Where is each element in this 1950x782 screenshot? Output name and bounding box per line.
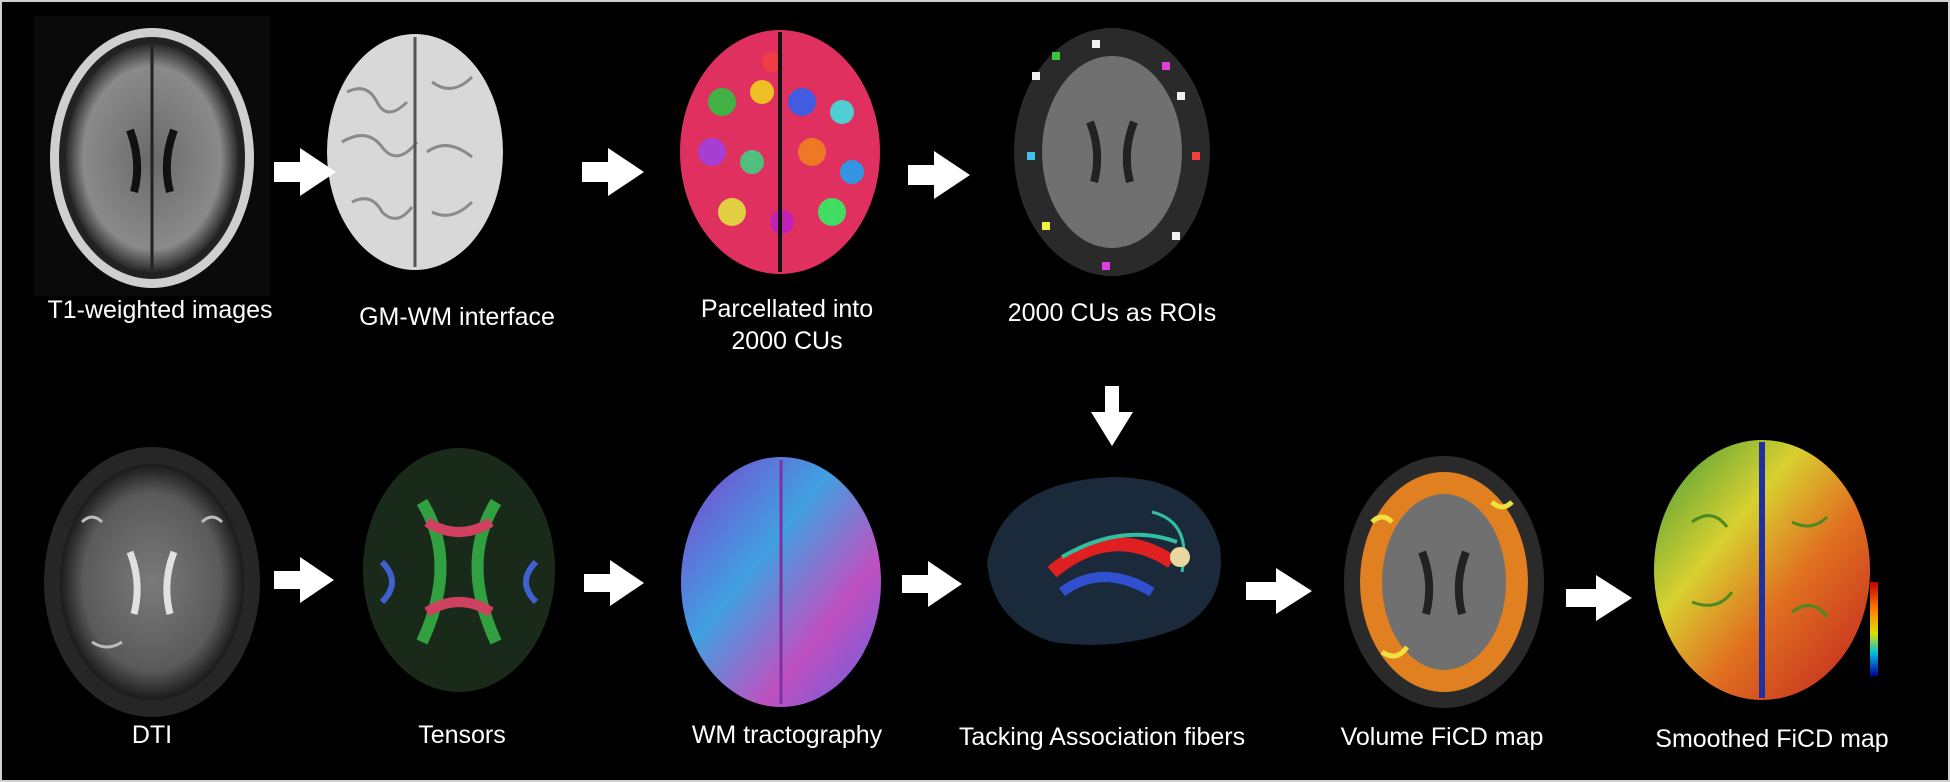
label-gm-wm-interface: GM-WM interface — [359, 303, 555, 331]
rois-image — [1014, 28, 1210, 276]
tensors-image — [363, 448, 555, 692]
arrow-parcel-to-rois — [908, 151, 970, 199]
label-parcellated-line2: 2000 CUs — [731, 327, 843, 355]
parcellated-image — [680, 30, 880, 274]
arrow-dti-to-tensors — [274, 557, 334, 603]
arrow-t1-to-gmwm — [274, 148, 336, 196]
label-association-fibers: Tacking Association fibers — [958, 723, 1246, 751]
arrow-tensors-to-tract — [584, 560, 644, 606]
arrow-tract-to-assoc — [902, 561, 962, 607]
t1-weighted-image — [34, 16, 270, 296]
label-t1-weighted: T1-weighted images — [47, 296, 273, 324]
volume-ficd-image — [1344, 456, 1544, 708]
label-tensors: Tensors — [418, 721, 506, 749]
association-fibers-image — [987, 477, 1221, 645]
label-smoothed-ficd: Smoothed FiCD map — [1655, 725, 1889, 753]
label-volume-ficd: Volume FiCD map — [1340, 723, 1544, 751]
ficd-color-scale — [1870, 582, 1878, 676]
smoothed-ficd-image — [1654, 440, 1870, 700]
dti-image — [44, 447, 260, 717]
arrow-assoc-to-volume — [1246, 568, 1312, 614]
gm-wm-interface-image — [327, 34, 503, 270]
label-parcellated-line1: Parcellated into — [700, 295, 874, 323]
wm-tractography-image — [681, 457, 881, 707]
label-wm-tractography: WM tractography — [691, 721, 883, 749]
arrow-gmwm-to-parcel — [582, 148, 644, 196]
label-rois: 2000 CUs as ROIs — [1007, 299, 1217, 327]
arrow-rois-to-assoc — [1091, 386, 1133, 446]
label-dti: DTI — [131, 721, 173, 749]
arrow-volume-to-smoothed — [1566, 575, 1632, 621]
